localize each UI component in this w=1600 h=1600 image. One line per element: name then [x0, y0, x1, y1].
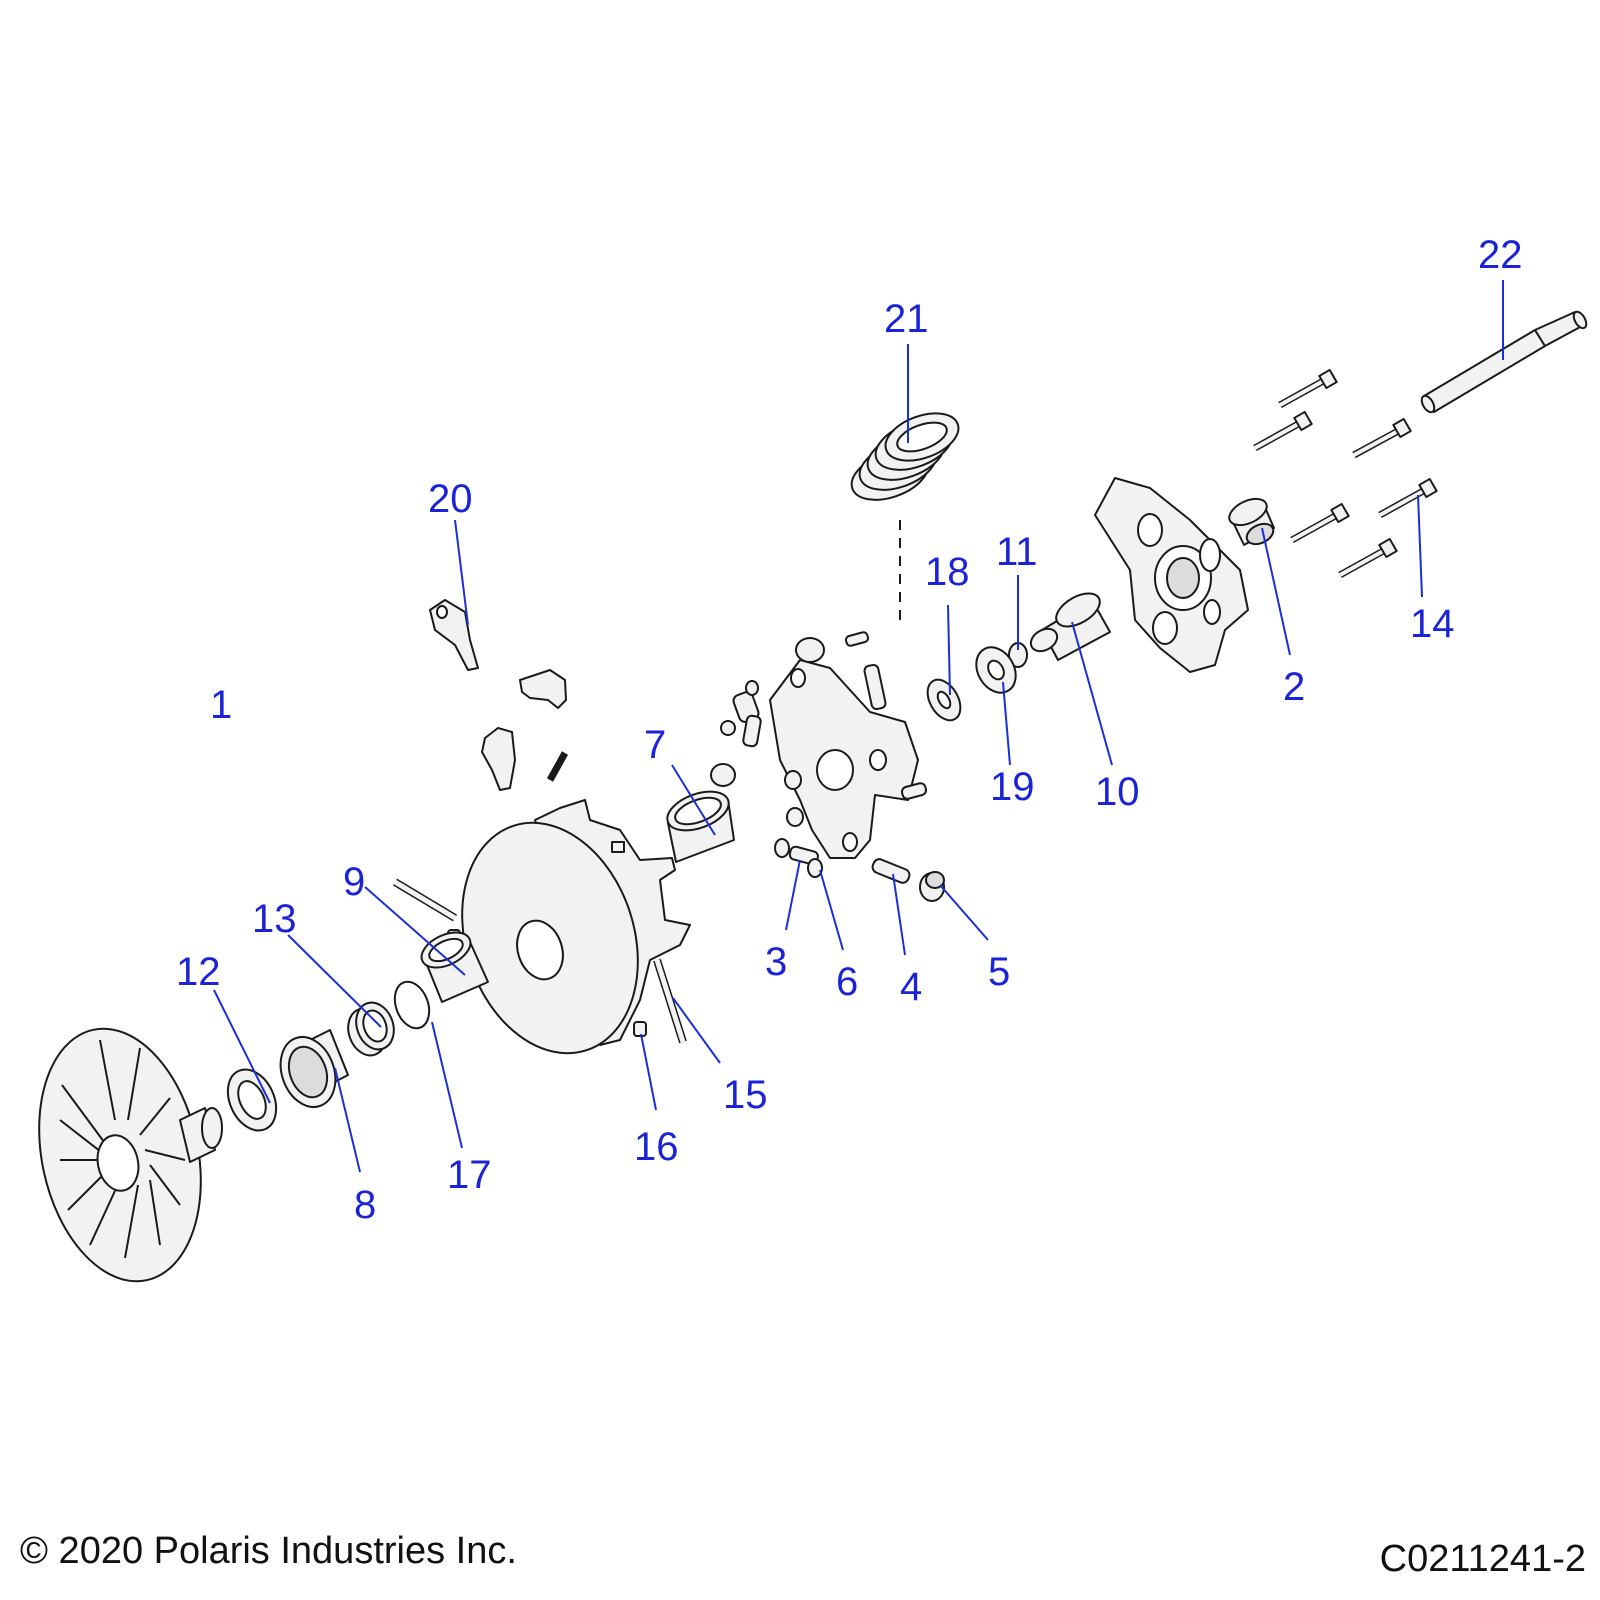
callout-19: 19 — [990, 765, 1035, 809]
callout-18: 18 — [925, 550, 970, 594]
housing-8 — [279, 1029, 349, 1108]
nut-16 — [633, 1021, 647, 1037]
cover-plate — [1094, 477, 1249, 673]
callout-6: 6 — [836, 960, 858, 1004]
callout-10: 10 — [1095, 770, 1140, 814]
copyright-text: © 2020 Polaris Industries Inc. — [20, 1530, 517, 1572]
callout-22: 22 — [1478, 233, 1523, 277]
bolts-14 — [1253, 368, 1438, 579]
bolt-22 — [1420, 310, 1588, 414]
bushing-7 — [666, 790, 735, 863]
callout-9: 9 — [343, 860, 365, 904]
callout-15: 15 — [723, 1073, 768, 1117]
clip-12 — [226, 1068, 278, 1132]
rollers — [710, 631, 928, 827]
callout-13: 13 — [252, 897, 297, 941]
callout-7: 7 — [644, 723, 666, 767]
callout-8: 8 — [354, 1183, 376, 1227]
washer-19 — [975, 646, 1017, 694]
fixed-sheave-1 — [38, 1027, 223, 1283]
ring-17 — [393, 980, 431, 1030]
bolt-15 — [392, 878, 687, 1044]
callout-14: 14 — [1410, 602, 1455, 646]
moveable-sheave — [461, 751, 691, 1055]
spider-assembly — [769, 659, 919, 859]
bushing-2 — [1228, 497, 1275, 546]
leader-lines — [213, 280, 1504, 1173]
callout-12: 12 — [176, 950, 221, 994]
callout-3: 3 — [765, 940, 787, 984]
pin-4 — [871, 858, 911, 884]
callout-2: 2 — [1283, 665, 1305, 709]
callout-21: 21 — [884, 297, 929, 341]
pins-3-6 — [774, 838, 823, 878]
retainer-13 — [347, 1001, 395, 1057]
callouts: 22 21 20 18 11 14 2 1 7 19 10 9 13 12 3 … — [176, 233, 1523, 1227]
sleeve-10 — [1029, 592, 1111, 661]
callout-11: 11 — [996, 530, 1038, 574]
callout-4: 4 — [900, 965, 922, 1009]
callout-20: 20 — [428, 477, 473, 521]
callout-1: 1 — [210, 683, 232, 727]
callout-16: 16 — [634, 1125, 679, 1169]
spring-21 — [850, 412, 960, 501]
bushing-9 — [420, 931, 489, 1003]
washer-18 — [926, 678, 962, 722]
drawing-number: C0211241-2 — [1379, 1538, 1586, 1580]
button-5 — [919, 871, 945, 902]
weights-20 — [429, 599, 567, 791]
callout-5: 5 — [988, 950, 1010, 994]
callout-17: 17 — [447, 1153, 492, 1197]
